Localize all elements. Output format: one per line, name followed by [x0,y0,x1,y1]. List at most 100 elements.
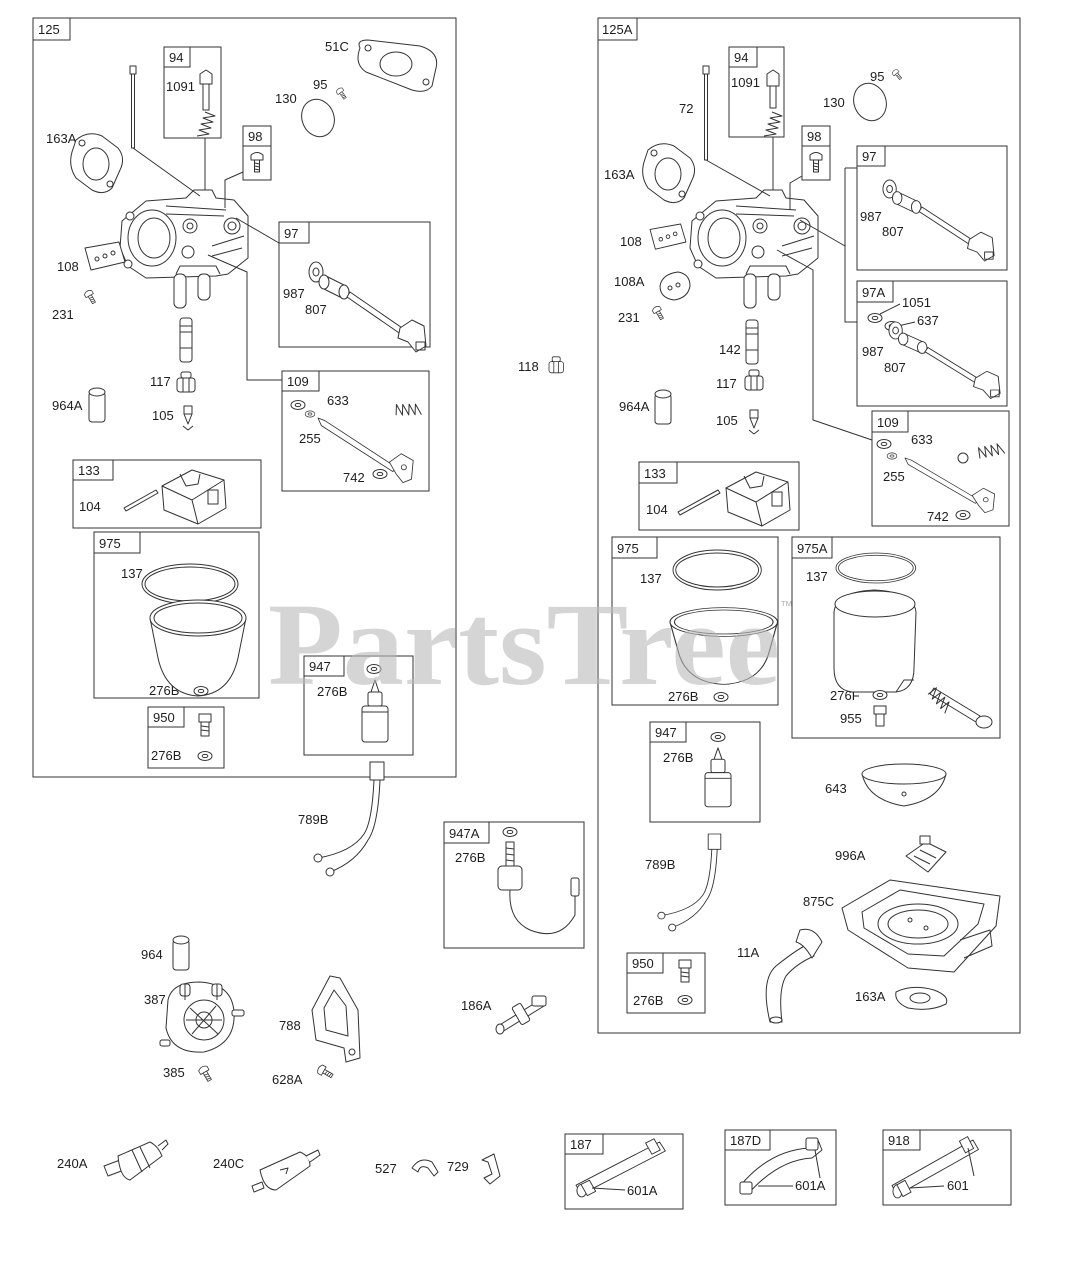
washer-633-drawing [876,439,892,449]
callout-137: 137 [640,571,662,586]
callout-1051: 1051 [902,295,931,310]
bowl-screw-947-drawing [704,747,732,808]
screw-95-drawing [335,86,349,101]
plate-108A-drawing [659,271,691,301]
tube-drawing [179,317,193,363]
harness-789B-drawing [657,833,722,932]
washer-276B-drawing [197,751,213,761]
callout-789B: 789B [645,857,675,872]
fuel-pump-387-drawing [159,981,245,1053]
kit-109-frame [281,370,430,492]
fitting-118-drawing [548,356,564,374]
callout-117: 117 [150,374,171,389]
fuel-filter-240C-drawing [251,1149,321,1193]
screw-628A-drawing [315,1063,335,1081]
bolt-955-drawing [873,705,887,727]
callout-807: 807 [305,302,327,317]
ball-drawing [957,452,969,464]
leader-lines-125A [705,137,873,441]
needle-105-drawing [182,405,194,431]
kit-187-frame [564,1133,684,1210]
kit-98-screw-drawing [809,152,823,173]
kit-97A-header: 97A [862,285,885,300]
watermark-text: PartsTree [268,579,780,710]
callout-108: 108 [620,234,642,249]
plate-108-drawing [649,223,687,250]
hose-11A-drawing [765,928,823,1024]
callout-955: 955 [840,711,862,726]
callout-137: 137 [806,569,828,584]
kit-947A-frame [443,821,585,949]
washer-276B-drawing [677,995,693,1005]
kit-187D-frame [724,1129,837,1206]
callout-964A: 964A [619,399,650,414]
watermark: PartsTree ™ [268,579,793,710]
clamp-527-drawing [411,1159,439,1177]
callout-276B: 276B [663,750,693,765]
callout-788: 788 [279,1018,301,1033]
callout-875C: 875C [803,894,834,909]
washer-633-drawing [290,400,306,410]
rod-72-drawing [702,65,710,161]
fuel-solenoid-947A-drawing [497,841,580,935]
callout-11A: 11A [737,945,759,960]
kit-947-header: 947 [655,725,677,740]
kit-975-header: 975 [99,536,121,551]
callout-255: 255 [883,469,905,484]
kit-133-frame [72,459,262,529]
idle-screw-drawing [763,69,783,137]
callout-276B: 276B [317,684,347,699]
callout-742: 742 [927,509,949,524]
callout-142: 142 [719,342,741,357]
callout-637: 637 [917,313,939,328]
pin-104-drawing [677,489,721,516]
callout-108A: 108A [614,274,645,289]
washer-276B-drawing [193,686,209,696]
kit-187-header: 187 [570,1137,592,1152]
gasket-163A-drawing [70,133,124,194]
kit-950-frame [626,952,706,1014]
throttle-plate-130-drawing [853,82,887,122]
spring-drawing [974,437,1006,466]
pin-104-drawing [123,489,159,512]
spring-drawing [392,397,422,424]
kit-947-frame [649,721,761,823]
gasket-51C-drawing [357,39,438,92]
clip-742-drawing [955,510,971,520]
assembly-125A-header: 125A [602,22,633,37]
callout-633: 633 [911,432,933,447]
kit-947-header: 947 [309,659,331,674]
kit-109-frame [871,410,1010,527]
callout-385: 385 [163,1065,185,1080]
gasket-137-drawing [835,552,917,584]
callout-628A: 628A [272,1072,303,1087]
plate-108-drawing [84,241,126,271]
callout-987: 987 [862,344,884,359]
callout-964: 964 [141,947,163,962]
callout-987: 987 [860,209,882,224]
kit-975-header: 975 [617,541,639,556]
callout-964A: 964A [52,398,83,413]
float-drawing [725,471,791,527]
callout-601A: 601A [627,1183,658,1198]
kit-950-header: 950 [153,710,175,725]
kit-97-frame [278,221,431,348]
kit-950-header: 950 [632,956,654,971]
kit-97-header: 97 [284,226,298,241]
callout-240C: 240C [213,1156,244,1171]
rod-drawing [129,65,137,149]
kit-98-header: 98 [248,129,262,144]
shaft-109-drawing [317,417,414,484]
kit-109-header: 109 [877,415,899,430]
washer-276B-drawing [710,732,726,742]
callout-276B: 276B [151,748,181,763]
float-bowl-975A-drawing [833,589,917,693]
callout-130: 130 [275,91,297,106]
kit-97-header: 97 [862,149,876,164]
screw-385-drawing [197,1064,215,1084]
callout-231: 231 [618,310,640,325]
kit-94-header: 94 [169,50,183,65]
callout-276B: 276B [633,993,663,1008]
throttle-plate-130-drawing [301,98,335,138]
cylinder-964A-drawing [654,389,672,425]
